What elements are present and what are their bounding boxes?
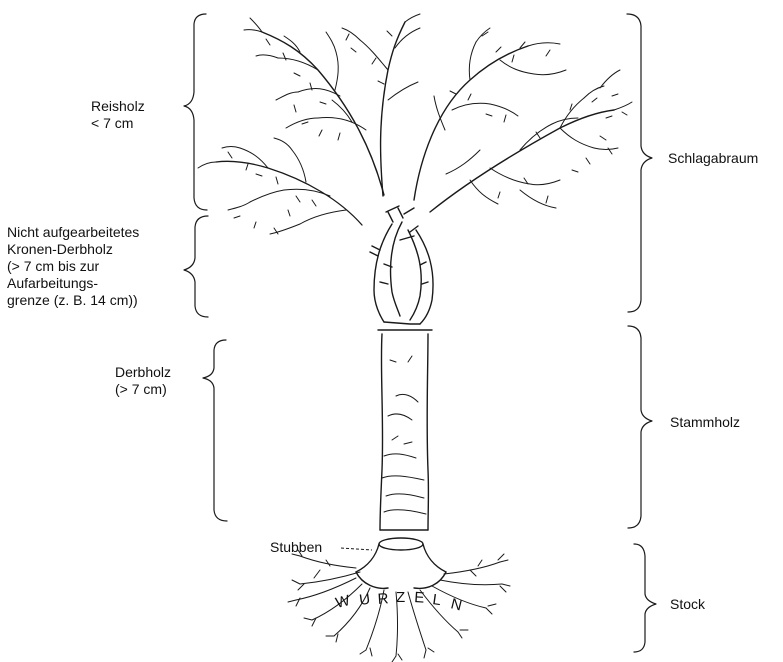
root-letter: Z <box>396 589 405 606</box>
derbholz-bracket <box>203 340 227 521</box>
root-letter: N <box>449 595 464 614</box>
stump <box>356 538 446 588</box>
root-letter: U <box>358 591 371 609</box>
kronen-derbholz-label: Nicht aufgearbeitetes Kronen-Derbholz (>… <box>7 224 139 309</box>
roots <box>288 550 510 662</box>
crown-branches <box>198 14 632 234</box>
root-letter: L <box>431 591 442 609</box>
schlagabraum-label: Schlagabraum <box>668 150 758 167</box>
crown-twigs <box>228 31 627 234</box>
right-crown-branch <box>414 46 528 200</box>
root-letter: E <box>414 589 425 607</box>
reisholz-bracket <box>184 14 207 210</box>
trunk <box>378 322 432 530</box>
krone-bracket <box>184 216 208 317</box>
left-brackets <box>184 14 227 521</box>
right-brackets <box>627 14 656 652</box>
stock-bracket <box>634 544 656 652</box>
crown-fork <box>370 206 433 324</box>
left-crown-branch <box>262 32 384 195</box>
reisholz-label: Reisholz < 7 cm <box>91 98 145 132</box>
root-letter: R <box>377 590 389 608</box>
stubben-leader <box>341 548 372 550</box>
schlagabraum-bracket <box>627 14 652 312</box>
derbholz-label: Derbholz (> 7 cm) <box>115 364 171 398</box>
stammholz-label: Stammholz <box>670 414 740 431</box>
stubben-label: Stubben <box>270 539 322 556</box>
stock-label: Stock <box>670 596 705 613</box>
stammholz-bracket <box>628 326 652 528</box>
